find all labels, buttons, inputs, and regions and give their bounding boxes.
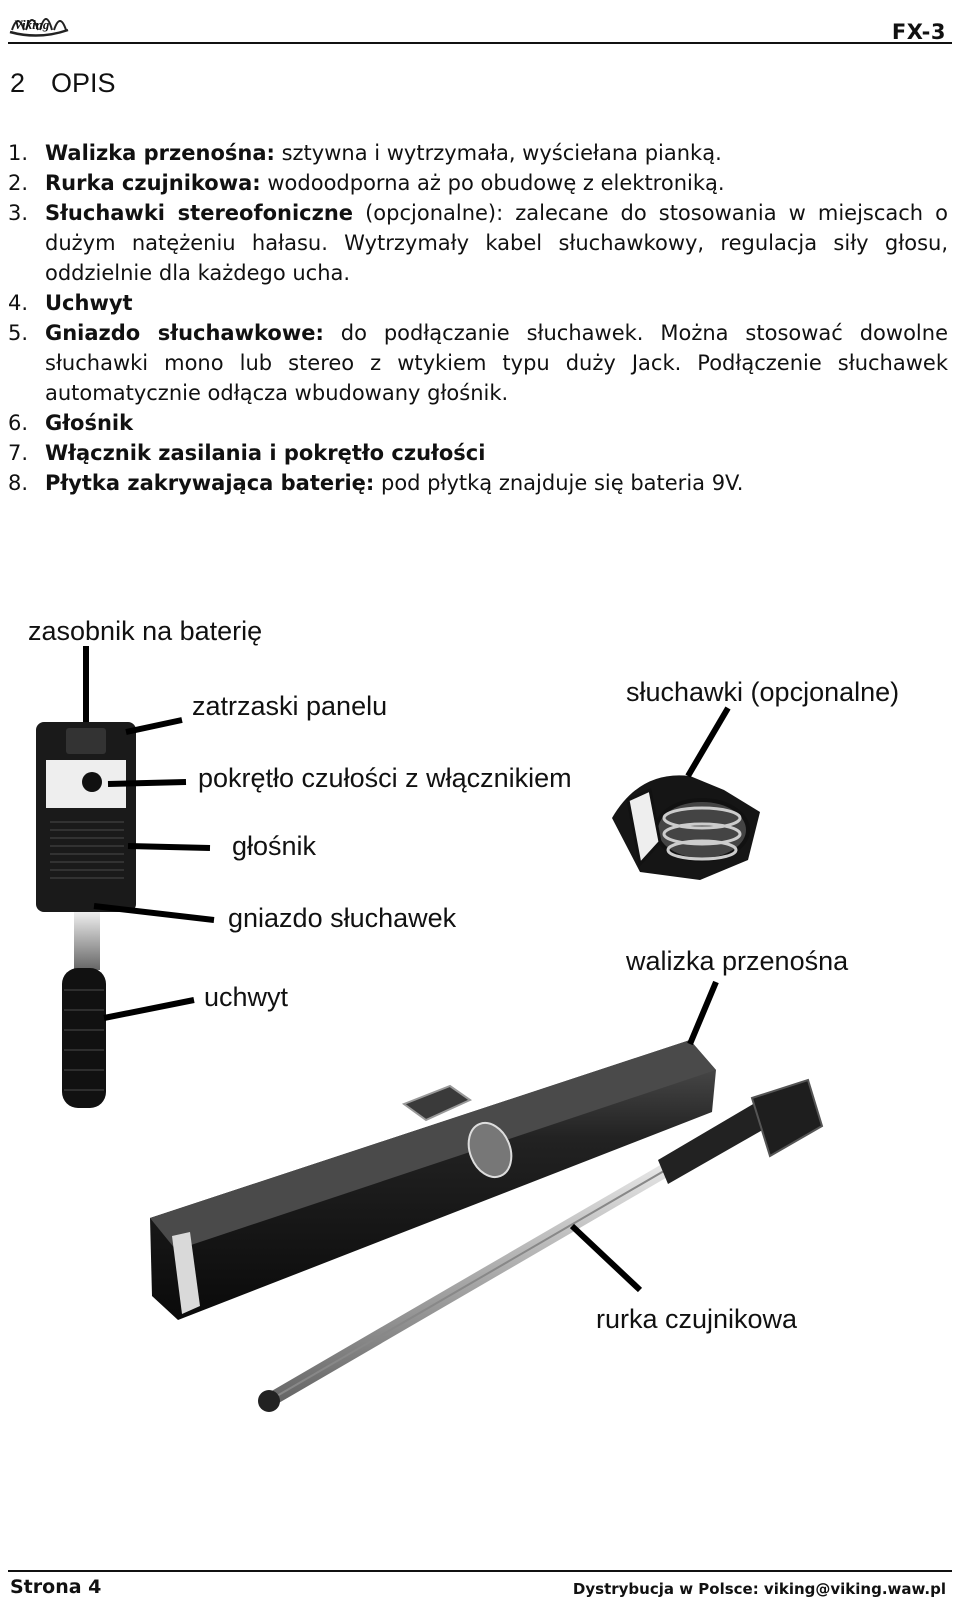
list-item: 4.Uchwyt	[8, 291, 133, 315]
headphones-illustration	[612, 775, 760, 880]
probe-tube-illustration	[258, 1078, 824, 1412]
carrying-case-illustration	[150, 1040, 716, 1320]
label-headphones: słuchawki (opcjonalne)	[626, 677, 899, 707]
list-item: 3.Słuchawki stereofoniczne (opcjonalne):…	[8, 201, 948, 285]
label-probe-tube: rurka czujnikowa	[596, 1304, 798, 1334]
page-number: Strona 4	[10, 1576, 102, 1598]
page-header: Viking FX-3	[0, 0, 960, 48]
list-item: 1.Walizka przenośna: sztywna i wytrzymał…	[8, 141, 722, 165]
leader-lines	[83, 646, 731, 1293]
label-battery-compartment: zasobnik na baterię	[28, 616, 262, 646]
svg-text:Viking: Viking	[14, 17, 50, 32]
label-headphone-jack: gniazdo słuchawek	[228, 903, 457, 933]
label-speaker: głośnik	[232, 831, 317, 861]
viking-logo: Viking	[9, 17, 69, 37]
footer-divider	[8, 1570, 952, 1572]
list-item: 2.Rurka czujnikowa: wodoodporna aż po ob…	[8, 171, 725, 195]
label-handle: uchwyt	[204, 982, 289, 1012]
distributor-info: Dystrybucja w Polsce: viking@viking.waw.…	[572, 1580, 946, 1598]
device-figure: zasobnik na baterię zatrzaski panelu pok…	[28, 616, 899, 1412]
list-item: 8.Płytka zakrywająca baterię: pod płytką…	[8, 471, 744, 495]
section-number: 2	[10, 68, 26, 98]
header-divider	[8, 42, 952, 44]
list-item: 7.Włącznik zasilania i pokrętło czułości	[8, 441, 486, 465]
label-carrying-case: walizka przenośna	[625, 946, 849, 976]
model-name: FX-3	[891, 20, 946, 44]
control-unit-illustration	[36, 722, 136, 1108]
section-heading: OPIS	[51, 68, 116, 98]
description-list: 1.Walizka przenośna: sztywna i wytrzymał…	[8, 138, 948, 498]
label-panel-latches: zatrzaski panelu	[192, 691, 387, 721]
list-item: 5.Gniazdo słuchawkowe: do podłączanie sł…	[8, 321, 948, 405]
section-title: 2 OPIS	[10, 68, 116, 99]
list-item: 6.Głośnik	[8, 411, 134, 435]
label-sensitivity-knob: pokrętło czułości z włącznikiem	[198, 763, 572, 793]
